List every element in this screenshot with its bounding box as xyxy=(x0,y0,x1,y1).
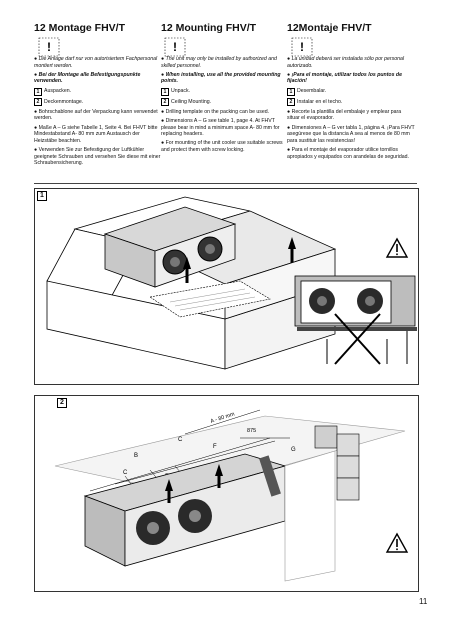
figure-number: 2 xyxy=(57,398,67,408)
page-number: 11 xyxy=(419,597,428,606)
text-block-en: ● The unit may only be installed by auth… xyxy=(161,56,283,153)
step-text: Deckenmontage. xyxy=(44,98,84,105)
warning-triangle-icon xyxy=(385,237,409,258)
dimension-label: B xyxy=(134,453,138,459)
svg-text:!: ! xyxy=(47,40,51,54)
paragraph: When installing, use all the provided mo… xyxy=(161,71,281,85)
paragraph: Maße A – G siehe Tabelle 1, Seite 4. Bei… xyxy=(34,124,158,144)
dimension-label-a80: A - 80 mm xyxy=(210,411,236,425)
paragraph: The unit may only be installed by author… xyxy=(161,56,277,69)
section-title-es: 12Montaje FHV/T xyxy=(287,22,372,34)
section-divider xyxy=(34,183,417,184)
step-text: Ceiling Mounting. xyxy=(171,98,212,105)
text-block-de: ● Die Anlage darf nur von autorisiertem … xyxy=(34,56,161,167)
figure-number: 1 xyxy=(37,191,47,201)
step-number: 1 xyxy=(161,87,169,96)
step-number: 2 xyxy=(287,98,295,107)
warning-triangle-icon xyxy=(385,532,409,553)
ceiling-mounting-illustration: A - 80 mm B C C D E F G 875 xyxy=(54,409,409,582)
paragraph: Dimensions A – G see table 1, page 4. At… xyxy=(161,117,280,138)
step-number: 1 xyxy=(287,87,295,96)
paragraph: Verwenden Sie zur Befestigung der Luftkü… xyxy=(34,146,161,167)
warning-sign-icon: ! xyxy=(164,37,186,57)
warning-sign-icon: ! xyxy=(291,37,313,57)
step-text: Instalar en el techo. xyxy=(297,98,343,105)
dimension-label: C xyxy=(178,437,183,443)
step-number: 2 xyxy=(161,98,169,107)
svg-text:!: ! xyxy=(300,40,304,54)
step-number: 2 xyxy=(34,98,42,107)
dimension-label: F xyxy=(213,444,217,450)
svg-text:!: ! xyxy=(173,40,177,54)
column-en: 12 Mounting FHV/T xyxy=(161,22,287,35)
warning-sign-icon: ! xyxy=(38,37,60,57)
paragraph: Die Anlage darf nur von autorisiertem Fa… xyxy=(34,56,158,69)
dimension-label-875: 875 xyxy=(247,428,256,434)
column-es: 12Montaje FHV/T xyxy=(287,22,413,35)
step-text: Desembalar. xyxy=(297,88,327,95)
paragraph: Bei der Montage alle Befestigungspunkte … xyxy=(34,71,141,85)
dimension-label: G xyxy=(291,447,296,453)
paragraph: Bohrschablone auf der Verpackung kann ve… xyxy=(34,108,158,122)
step-number: 1 xyxy=(34,87,42,96)
paragraph: Para el montaje del evaporador utilice t… xyxy=(287,146,409,160)
step-text: Auspacken. xyxy=(44,88,72,95)
step-text: Unpack. xyxy=(171,88,191,95)
figure-1-unpacking: 1 xyxy=(34,188,419,385)
paragraph: ¡Para el montaje, utilizar todos los pun… xyxy=(287,71,402,85)
section-title-en: 12 Mounting FHV/T xyxy=(161,22,257,34)
column-de: 12 Montage FHV/T xyxy=(34,22,160,35)
paragraph: Dimensiones A – G ver tabla 1, página 4.… xyxy=(287,124,415,144)
dimension-label: C xyxy=(123,470,128,476)
paragraph: La unidad deberá ser instalada sólo por … xyxy=(287,56,405,69)
figure-2-ceiling-mounting: A - 80 mm B C C D E F G 875 xyxy=(34,395,419,592)
text-block-es: ● La unidad deberá ser instalada sólo po… xyxy=(287,56,415,160)
section-title-de: 12 Montage FHV/T xyxy=(34,22,126,34)
paragraph: Recorte la plantilla del embalaje y empl… xyxy=(287,108,402,122)
paragraph: For mounting of the unit cooler use suit… xyxy=(161,140,283,153)
unpacking-illustration xyxy=(46,196,417,370)
paragraph: Drilling template on the packing can be … xyxy=(165,108,270,115)
